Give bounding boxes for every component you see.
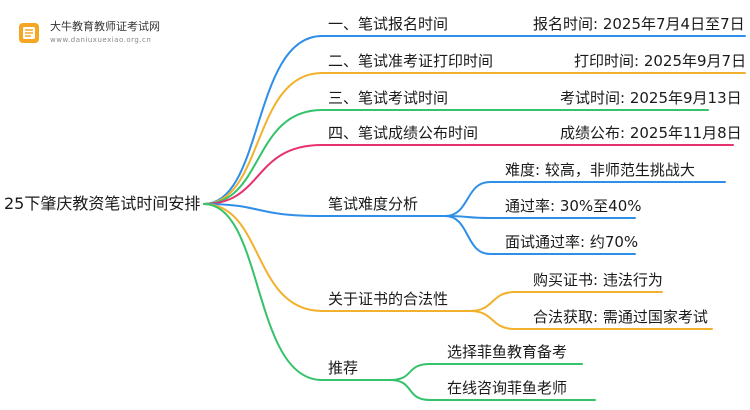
branch-4-label: 四、笔试成绩公布时间 xyxy=(328,124,479,142)
root-node: 25下肇庆教资笔试时间安排 xyxy=(4,194,201,213)
leaf-1-1: 报名时间: 2025年7月4日至7日 xyxy=(533,15,745,33)
logo-url: www.daniuxuexiao.org.cn xyxy=(50,36,152,44)
branch-3-connector xyxy=(203,109,323,205)
leaf-4-1: 成绩公布: 2025年11月8日 xyxy=(560,124,742,142)
branch-5-label: 笔试难度分析 xyxy=(328,195,419,213)
branch-4-connector xyxy=(203,144,323,205)
leaf-6-1-connector xyxy=(469,291,663,312)
branch-6-label: 关于证书的合法性 xyxy=(328,290,449,308)
branch-1-label: 一、笔试报名时间 xyxy=(328,15,449,33)
leaf-5-1-connector xyxy=(444,181,726,217)
branch-6-connector xyxy=(203,203,323,312)
branch-3-label: 三、笔试考试时间 xyxy=(328,89,449,107)
leaf-7-1: 选择菲鱼教育备考 xyxy=(447,343,568,361)
site-logo: 大牛教育教师证考试网 www.daniuxuexiao.org.cn xyxy=(16,14,166,54)
leaf-3-1: 考试时间: 2025年9月13日 xyxy=(560,89,742,107)
leaf-5-3-connector xyxy=(444,215,636,255)
branch-7-connector xyxy=(203,203,323,381)
leaf-6-1: 购买证书: 违法行为 xyxy=(533,271,663,289)
branch-2-connector xyxy=(203,72,323,205)
leaf-7-1-connector xyxy=(389,363,583,381)
leaf-5-2: 通过率: 30%至40% xyxy=(505,197,642,215)
leaf-5-1: 难度: 较高，非师范生挑战大 xyxy=(505,161,695,179)
leaf-5-3: 面试通过率: 约70% xyxy=(505,233,639,251)
book-logo-icon xyxy=(19,23,39,43)
leaf-7-2: 在线咨询菲鱼老师 xyxy=(447,379,568,397)
branch-7-label: 推荐 xyxy=(328,359,359,377)
leaf-7-2-connector xyxy=(389,379,596,401)
branch-1-connector xyxy=(203,35,323,205)
leaf-6-2-connector xyxy=(469,310,713,330)
leaf-5-2-connector xyxy=(444,215,636,219)
branch-5-connector xyxy=(203,203,323,217)
logo-title: 大牛教育教师证考试网 xyxy=(50,20,160,33)
leaf-2-1: 打印时间: 2025年9月7日 xyxy=(574,52,747,70)
leaf-6-2: 合法获取: 需通过国家考试 xyxy=(533,308,708,326)
branch-2-label: 二、笔试准考证打印时间 xyxy=(328,52,494,70)
